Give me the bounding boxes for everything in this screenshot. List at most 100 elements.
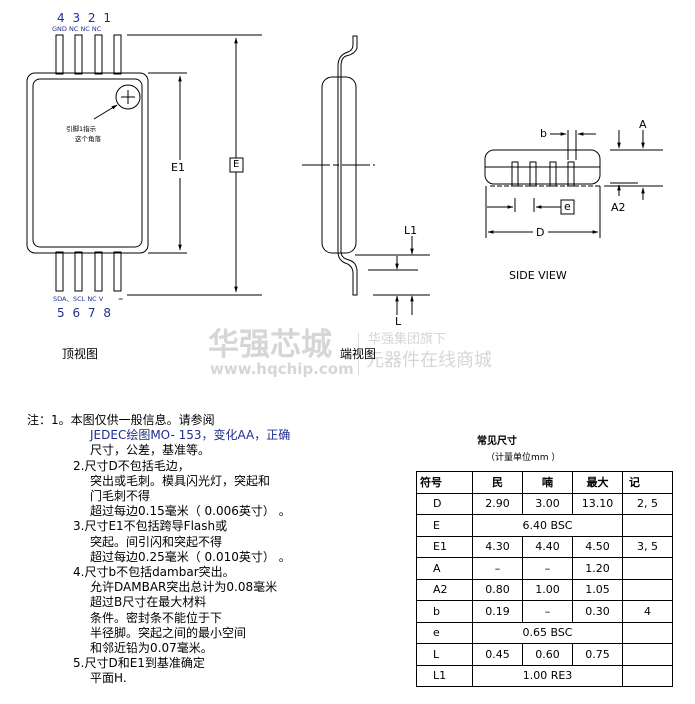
note-line: 超过B尺寸在最大材料 — [90, 595, 207, 610]
table-cell — [622, 621, 673, 644]
watermark-tagline2: 元器件在线商城 — [366, 350, 492, 371]
note-line: 超过每边0.15毫米（ 0.006英寸） 。 — [90, 504, 291, 519]
table-cell — [622, 514, 673, 537]
table-cell: 0.60 — [522, 643, 573, 666]
table-cell: L — [416, 643, 473, 666]
table-cell: – — [522, 600, 573, 623]
note-line: 条件。密封条不能位于下 — [90, 610, 223, 625]
watermark-url: www.hqchip.com — [210, 360, 354, 378]
table-cell: 13.10 — [572, 492, 623, 515]
table-cell: 1.00 — [522, 578, 573, 601]
pin1-note-line1: 引脚1指示 — [66, 125, 97, 133]
pin-name-bottom-extra: = — [118, 295, 124, 303]
table-row: A––1.20 — [416, 557, 673, 580]
table-cell: 0.30 — [572, 600, 623, 623]
table-cell: – — [522, 557, 573, 580]
table-cell — [622, 664, 673, 687]
pin-numbers-bottom: 5 6 7 8 — [57, 306, 113, 320]
table-cell: E — [416, 514, 473, 537]
dim-l-label: L — [395, 315, 402, 328]
side-view-leads — [511, 161, 575, 187]
table-cell: 4 — [622, 600, 673, 623]
top-view-leads-top — [55, 34, 122, 75]
table-cell: 1.20 — [572, 557, 623, 580]
notes: 注：1。本图仅供一般信息。请参阅 JEDEC绘图MO- 153，变化AA，正确 … — [27, 413, 291, 687]
note-line: JEDEC绘图MO- 153，变化AA，正确 — [90, 428, 291, 443]
note-line: 超过每边0.25毫米（ 0.010英寸） 。 — [90, 549, 291, 564]
table-subtitle: （计量单位mm ） — [486, 453, 561, 463]
pin-names-bottom: SDA、SCL NC V — [53, 295, 104, 303]
table-cell: b — [416, 600, 473, 623]
header-cell: 喃 — [522, 471, 573, 494]
side-view-caption: SIDE VIEW — [509, 269, 567, 282]
watermark-tagline1: 华强集团旗下 — [368, 332, 447, 347]
table-cell: e — [416, 621, 473, 644]
note-line: 3.尺寸E1不包括跨导Flash或 — [73, 519, 228, 534]
table-cell: 2.90 — [472, 492, 523, 515]
dim-a2-label: A2 — [611, 201, 626, 214]
dim-l1-label: L1 — [404, 224, 418, 237]
pin1-note-line2: 这个角落 — [75, 135, 101, 143]
table-cell: 4.30 — [472, 535, 523, 558]
watermark-brand: 华强芯城 — [208, 327, 332, 363]
package-body-inner — [32, 78, 143, 248]
pin-names-top: GND NC NC NC — [52, 25, 102, 33]
table-cell: 1.05 — [572, 578, 623, 601]
note-line: 允许DAMBAR突出总计为0.08毫米 — [90, 580, 278, 595]
note-line: 5.尺寸D和E1到基准确定 — [73, 656, 205, 671]
end-view-caption: 端视图 — [340, 347, 377, 361]
table-cell — [622, 578, 673, 601]
table-cell: 0.45 — [472, 643, 523, 666]
table-cell: 0.19 — [472, 600, 523, 623]
pin1-indicator-icon — [115, 84, 141, 110]
note-line: 注：1。本图仅供一般信息。请参阅 — [27, 413, 215, 427]
note-line: 突出或毛刺。模具闪光灯，突起和 — [90, 473, 271, 488]
dim-a-label: A — [639, 118, 647, 131]
table-cell: 4.40 — [522, 535, 573, 558]
dim-e1-label: E1 — [171, 161, 185, 174]
table-cell — [622, 643, 673, 666]
table-cell: L1 — [416, 664, 473, 687]
table-cell: 3.00 — [522, 492, 573, 515]
table-cell: A — [416, 557, 473, 580]
note-line: 突起。间引闪和突起不得 — [90, 534, 223, 549]
note-line: 和邻近铅为0.07毫米。 — [90, 641, 213, 656]
dim-b-label: b — [540, 127, 547, 140]
note-line: 尺寸，公差，基准等。 — [90, 443, 211, 458]
table-cell: E1 — [416, 535, 473, 558]
table-cell: – — [472, 557, 523, 580]
dim-d-label: D — [536, 226, 545, 239]
table-cell: 6.40 BSC — [472, 514, 623, 537]
top-view-leads-bottom — [55, 251, 122, 292]
package-body-outer — [26, 72, 149, 254]
table-cell: 0.75 — [572, 643, 623, 666]
note-line: 平面H. — [90, 671, 127, 686]
table-cell: D — [416, 492, 473, 515]
table-cell: 0.80 — [472, 578, 523, 601]
header-cell: 符号 — [416, 471, 473, 494]
table-cell: 3, 5 — [622, 535, 673, 558]
header-cell: 记 — [622, 471, 673, 494]
watermark-divider — [358, 333, 359, 375]
dim-e-pitch-label: e — [564, 200, 571, 213]
note-line: 4.尺寸b不包括dambar突出。 — [73, 565, 235, 580]
table-cell: 4.50 — [572, 535, 623, 558]
table-cell: A2 — [416, 578, 473, 601]
pin-numbers-top: 4 3 2 1 — [57, 11, 113, 25]
note-line: 门毛刺不得 — [90, 489, 151, 504]
end-view-lead — [337, 35, 358, 296]
table-cell — [622, 557, 673, 580]
header-cell: 民 — [472, 471, 523, 494]
note-line: 2.尺寸D不包括毛边， — [73, 458, 190, 473]
dim-e-label: E — [233, 159, 240, 170]
